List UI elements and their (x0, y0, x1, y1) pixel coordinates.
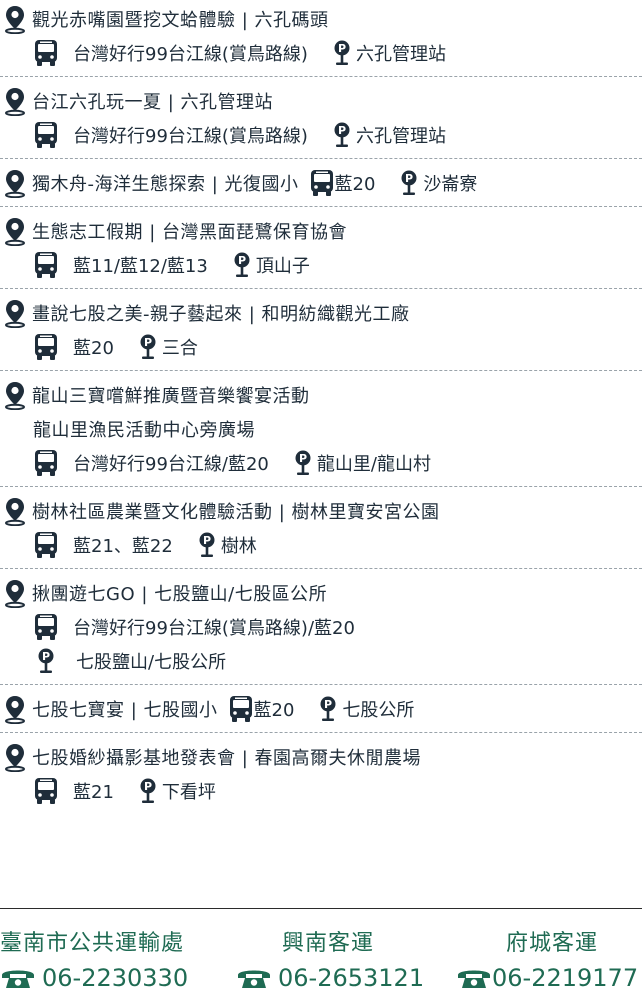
event-title: 觀光赤嘴園暨挖文蛤體驗 | 六孔碼頭 (32, 10, 329, 31)
bus-stop: 樹林 (220, 536, 257, 557)
map-pin-icon (4, 298, 26, 328)
parking-pin-icon (332, 122, 352, 148)
bus-stop: 下看坪 (161, 782, 216, 803)
bus-icon (33, 121, 59, 149)
bus-stop: 沙崙寮 (423, 174, 478, 195)
contact-phone[interactable]: 06-2230330 (42, 964, 189, 992)
bus-route: 台灣好行99台江線(賞鳥路線)/藍20 (73, 618, 355, 639)
map-pin-icon (4, 216, 26, 246)
event-entry: 獨木舟-海洋生態探索 | 光復國小 藍20 沙崙寮 (0, 159, 642, 207)
event-title: 七股七寶宴 | 七股國小 (32, 700, 218, 721)
event-title: 台江六孔玩一夏 | 六孔管理站 (32, 92, 274, 113)
event-entry: 七股婚紗攝影基地發表會 | 春園高爾夫休閒農場 藍21 下看坪 (0, 733, 642, 814)
map-pin-icon (4, 742, 26, 772)
bus-stop: 七股鹽山/七股公所 (76, 652, 227, 673)
bus-route: 藍21、藍22 (73, 536, 173, 557)
map-pin-icon (4, 4, 26, 34)
event-title: 生態志工假期 | 台灣黑面琵鷺保育協會 (32, 222, 348, 243)
bus-icon (228, 695, 254, 723)
contact-footer: 臺南市公共運輸處 06-2230330 興南客運 06-2653121 府城客運… (0, 908, 642, 992)
contact-name: 府城客運 (506, 931, 599, 956)
parking-pin-icon (293, 450, 313, 476)
bus-icon (33, 449, 59, 477)
contact-xingnan: 興南客運 06-2653121 (236, 929, 424, 995)
event-entry: 七股七寶宴 | 七股國小 藍20 七股公所 (0, 685, 642, 733)
parking-pin-icon (232, 252, 252, 278)
bus-icon (309, 169, 335, 197)
bus-route: 藍20 (253, 700, 295, 721)
map-pin-icon (4, 496, 26, 526)
event-entry: 樹林社區農業暨文化體驗活動 | 樹林里寶安宮公園 藍21、藍22 樹林 (0, 487, 642, 569)
parking-pin-icon (399, 170, 419, 196)
bus-stop: 頂山子 (255, 256, 310, 277)
bus-route: 台灣好行99台江線(賞鳥路線) (73, 126, 308, 147)
contact-phone-row: 06-2230330 (0, 961, 188, 995)
event-title: 畫說七股之美-親子藝起來 | 和明紡織觀光工廠 (32, 304, 410, 325)
event-entry: 觀光赤嘴園暨挖文蛤體驗 | 六孔碼頭 台灣好行99台江線(賞鳥路線) 六孔管理站 (0, 0, 642, 77)
contact-phone[interactable]: 06-2653121 (278, 964, 425, 992)
bus-icon (33, 39, 59, 67)
map-pin-icon (4, 694, 26, 724)
parking-pin-icon (332, 40, 352, 66)
bus-icon (33, 333, 59, 361)
contact-phone-row: 06-2219177 (456, 961, 638, 995)
bus-route: 台灣好行99台江線/藍20 (73, 454, 269, 475)
phone-icon (0, 966, 36, 990)
bus-route: 藍20 (334, 174, 376, 195)
contact-phone[interactable]: 06-2219177 (492, 964, 639, 992)
map-pin-icon (4, 86, 26, 116)
phone-icon (236, 966, 272, 990)
contact-phone-row: 06-2653121 (236, 961, 424, 995)
phone-icon (456, 966, 492, 990)
event-title: 獨木舟-海洋生態探索 | 光復國小 (32, 174, 299, 195)
parking-pin-icon (138, 334, 158, 360)
bus-icon (33, 777, 59, 805)
parking-pin-icon (318, 696, 338, 722)
bus-stop: 三合 (161, 338, 198, 359)
bus-stop: 龍山里/龍山村 (316, 454, 431, 475)
contact-name: 興南客運 (282, 931, 375, 956)
parking-pin-icon (197, 532, 217, 558)
bus-icon (33, 251, 59, 279)
event-title: 龍山三寶嚐鮮推廣暨音樂饗宴活動 (32, 386, 310, 407)
event-subtitle: 龍山里漁民活動中心旁廣場 (33, 420, 255, 441)
bus-stop: 七股公所 (342, 700, 415, 721)
event-entry: 生態志工假期 | 台灣黑面琵鷺保育協會 藍11/藍12/藍13 頂山子 (0, 207, 642, 289)
map-pin-icon (4, 168, 26, 198)
event-list: 觀光赤嘴園暨挖文蛤體驗 | 六孔碼頭 台灣好行99台江線(賞鳥路線) 六孔管理站… (0, 0, 642, 814)
map-pin-icon (4, 380, 26, 410)
parking-pin-icon (36, 648, 56, 674)
bus-route: 藍11/藍12/藍13 (73, 256, 208, 277)
bus-stop: 六孔管理站 (355, 44, 446, 65)
event-title: 七股婚紗攝影基地發表會 | 春園高爾夫休閒農場 (32, 748, 422, 769)
parking-pin-icon (138, 778, 158, 804)
contact-public-transport: 臺南市公共運輸處 06-2230330 (0, 929, 188, 995)
event-entry: 畫說七股之美-親子藝起來 | 和明紡織觀光工廠 藍20 三合 (0, 289, 642, 371)
event-entry: 龍山三寶嚐鮮推廣暨音樂饗宴活動 龍山里漁民活動中心旁廣場 台灣好行99台江線/藍… (0, 371, 642, 487)
bus-icon (33, 613, 59, 641)
event-entry: 台江六孔玩一夏 | 六孔管理站 台灣好行99台江線(賞鳥路線) 六孔管理站 (0, 77, 642, 159)
event-title: 揪團遊七GO | 七股鹽山/七股區公所 (32, 584, 328, 605)
bus-route: 藍21 (73, 782, 114, 803)
bus-route: 台灣好行99台江線(賞鳥路線) (73, 44, 308, 65)
event-entry: 揪團遊七GO | 七股鹽山/七股區公所 台灣好行99台江線(賞鳥路線)/藍20 … (0, 569, 642, 685)
bus-stop: 六孔管理站 (355, 126, 446, 147)
bus-icon (33, 531, 59, 559)
contact-name: 臺南市公共運輸處 (0, 931, 185, 956)
bus-route: 藍20 (73, 338, 114, 359)
map-pin-icon (4, 578, 26, 608)
contact-fucheng: 府城客運 06-2219177 (456, 929, 638, 995)
event-title: 樹林社區農業暨文化體驗活動 | 樹林里寶安宮公園 (32, 502, 440, 523)
